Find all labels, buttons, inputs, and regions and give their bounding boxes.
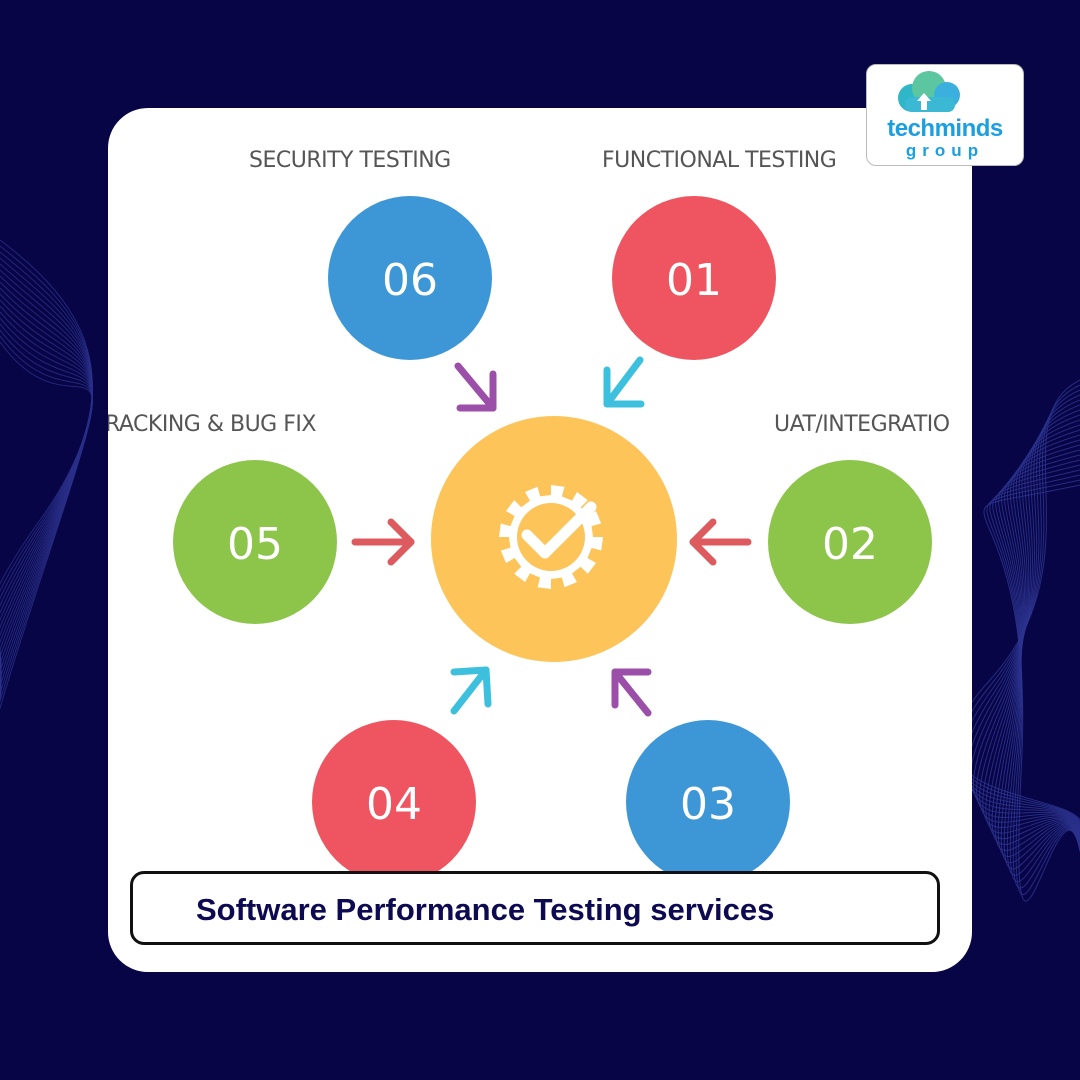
arrow-03-to-center — [611, 668, 652, 717]
step-02-number: 02 — [822, 519, 878, 570]
step-02: 02 — [768, 460, 932, 624]
logo-name: techminds — [887, 115, 1003, 142]
gear-check-icon — [499, 485, 603, 589]
step-01-number: 01 — [666, 255, 722, 306]
step-06-label: SECURITY TESTING — [249, 148, 451, 173]
step-04-circle — [312, 720, 476, 884]
cloud-upload-icon — [898, 71, 960, 112]
step-05-number: 05 — [227, 519, 283, 570]
step-05-circle — [173, 460, 337, 624]
step-04: 04 — [312, 720, 476, 884]
step-01-label: FUNCTIONAL TESTING — [602, 148, 837, 173]
arrow-02-to-center — [689, 518, 752, 566]
arrow-04-to-center — [450, 666, 492, 715]
caption-box: Software Performance Testing services — [130, 871, 940, 945]
step-01-circle — [612, 196, 776, 360]
step-05-label: RACKING & BUG FIX — [108, 412, 316, 437]
step-02-circle — [768, 460, 932, 624]
diagram-card: 01 02 03 04 05 06 — [108, 108, 972, 972]
step-03-circle — [626, 720, 790, 884]
arrow-06-to-center — [454, 362, 497, 412]
step-04-number: 04 — [366, 779, 422, 830]
step-05: 05 — [173, 460, 337, 624]
testing-cycle-diagram: 01 02 03 04 05 06 — [173, 196, 932, 884]
step-03-number: 03 — [680, 779, 736, 830]
caption-text: Software Performance Testing services — [196, 892, 775, 927]
step-03: 03 — [626, 720, 790, 884]
step-06-circle — [328, 196, 492, 360]
arrow-01-to-center — [603, 356, 645, 408]
step-06: 06 — [328, 196, 492, 360]
step-02-label: UAT/INTEGRATIO — [774, 412, 950, 437]
arrow-05-to-center — [351, 518, 415, 566]
step-01: 01 — [612, 196, 776, 360]
techminds-logo: techminds group — [866, 64, 1024, 166]
step-06-number: 06 — [382, 255, 438, 306]
logo-subtitle: group — [905, 141, 985, 160]
